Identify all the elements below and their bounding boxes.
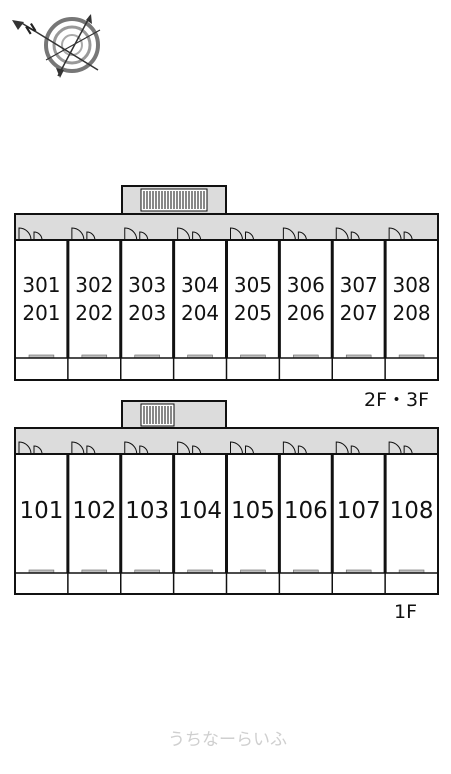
unit-number: 106: [284, 498, 328, 524]
unit-number-top: 306: [287, 273, 325, 297]
unit-number-bottom: 208: [392, 301, 430, 325]
unit-number: 101: [19, 498, 63, 524]
north-label: N: [23, 21, 39, 38]
unit-number: 103: [125, 498, 169, 524]
unit-number-bottom: 202: [75, 301, 113, 325]
door-icon: [177, 227, 202, 241]
door-icon: [388, 227, 413, 241]
unit: 107: [330, 441, 381, 594]
door-icon: [230, 441, 254, 455]
unit-number: 102: [72, 498, 116, 524]
unit-number-bottom: 207: [340, 301, 378, 325]
unit-number-bottom: 203: [128, 301, 166, 325]
unit-number-top: 303: [128, 273, 166, 297]
unit-number-top: 305: [234, 273, 272, 297]
unit-number-top: 304: [181, 273, 219, 297]
door-icon: [177, 441, 202, 455]
unit-number: 107: [337, 498, 381, 524]
door-icon: [388, 441, 413, 455]
door-icon: [124, 227, 149, 241]
unit-number: 105: [231, 498, 275, 524]
ground-floor-building: 101 102 103 104 105 106 107 108: [14, 400, 439, 595]
door-icon: [335, 227, 360, 241]
door-icon: [124, 441, 149, 455]
unit: 106: [277, 441, 328, 594]
unit-number-bottom: 204: [181, 301, 219, 325]
unit-number-bottom: 201: [22, 301, 60, 325]
unit-number-top: 302: [75, 273, 113, 297]
door-icon: [71, 227, 96, 241]
unit: 105: [225, 441, 275, 594]
door-icon: [230, 227, 254, 241]
watermark: うちなーらいふ: [168, 730, 287, 750]
unit-number: 104: [178, 498, 222, 524]
upper-floor-building: 3012013022023032033042043052053062063072…: [14, 185, 439, 381]
unit-number-top: 301: [22, 273, 60, 297]
stairs-icon: [143, 191, 205, 209]
unit-number-bottom: 206: [287, 301, 325, 325]
door-icon: [282, 227, 307, 241]
unit: 101: [18, 441, 63, 574]
door-icon: [18, 227, 43, 241]
door-icon: [71, 441, 96, 455]
unit-number: 108: [390, 498, 434, 524]
door-icon: [282, 441, 307, 455]
unit: 104: [172, 441, 222, 594]
unit-number-top: 308: [392, 273, 430, 297]
stairs-icon: [143, 406, 172, 424]
door-icon: [335, 441, 360, 455]
unit: 108: [383, 441, 434, 594]
floor-label-upper: 2F・3F: [364, 389, 429, 411]
compass-icon: N: [12, 14, 101, 78]
unit-number-bottom: 205: [234, 301, 272, 325]
unit-number-top: 307: [340, 273, 378, 297]
unit: 103: [119, 441, 169, 594]
floor-label-ground: 1F: [394, 601, 417, 623]
unit: 102: [66, 441, 116, 594]
door-icon: [18, 441, 43, 455]
